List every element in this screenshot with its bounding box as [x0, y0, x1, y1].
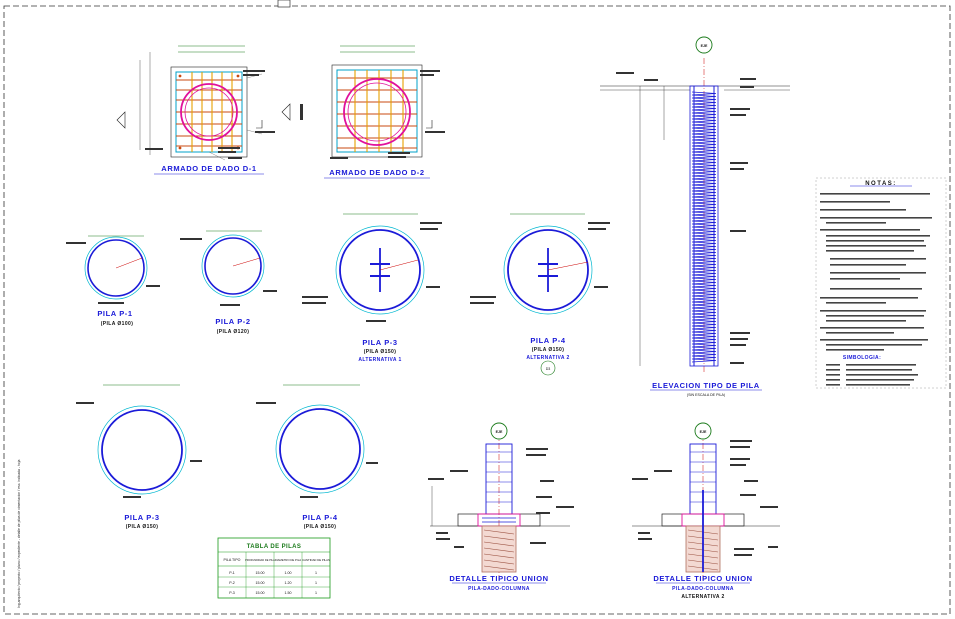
pile-p1-title: PILA P-1	[97, 309, 132, 318]
pile-p2-title: PILA P-2	[215, 317, 250, 326]
union-1-sub: PILA-DADO-COLUMNA	[468, 586, 530, 592]
pile-p2-section	[180, 230, 277, 306]
table-header-1: PILA TIPO	[224, 558, 241, 562]
pile-p1-sub: (PILA Ø100)	[101, 321, 134, 327]
pile-p3a-alt: ALTERNATIVA 1	[358, 357, 401, 363]
table-cell: 1	[315, 591, 317, 595]
pile-p1-section	[66, 235, 160, 304]
pile-p3b-title: PILA P-3	[124, 513, 159, 522]
union-2-alt: ALTERNATIVA 2	[681, 594, 724, 600]
dado-d1-plan	[116, 45, 275, 161]
pile-p3b-sub: (PILA Ø150)	[126, 524, 159, 530]
pile-p3b-section	[76, 384, 202, 498]
union-detail-1	[428, 422, 574, 580]
top-tab	[277, 0, 291, 8]
pile-p4a-section	[470, 213, 610, 315]
pile-p4b-sub: (PILA Ø150)	[304, 524, 337, 530]
table-cell: 1	[315, 581, 317, 585]
pile-p2-sub: (PILA Ø120)	[217, 329, 250, 335]
piles-table	[217, 537, 331, 599]
dado-d2-title: ARMADO DE DADO D-2	[329, 168, 424, 177]
pile-p3a-section	[302, 213, 442, 322]
pile-p4b-section	[256, 384, 378, 498]
pile-p4b-title: PILA P-4	[302, 513, 338, 522]
union-2-title: DETALLE TIPICO UNION	[653, 574, 752, 583]
table-header-2: PROFUNDIDAD DE PILA	[245, 558, 275, 562]
side-note: Ing.arquitecto / proyecto / plano / expe…	[17, 460, 21, 608]
sheet-frame	[3, 5, 951, 615]
pile-p4a-alt: ALTERNATIVA 2	[526, 355, 569, 361]
table-header-4: CANTIDAD DE PILAS	[302, 558, 330, 562]
dado-d2-plan	[281, 45, 445, 159]
union-2-eje-marker: EJE	[700, 430, 707, 434]
elevation-title: ELEVACION TIPO DE PILA	[652, 381, 760, 390]
p4-tag: D3	[546, 367, 551, 371]
elevation-sub: (SIN ESCALA DE PILA)	[687, 393, 725, 397]
pile-p4a-sub: (PILA Ø150)	[532, 347, 565, 353]
pile-p3a-title: PILA P-3	[362, 338, 397, 347]
table-cell: 1.00	[285, 571, 292, 575]
pile-p4a-title: PILA P-4	[530, 336, 566, 345]
table-cell: P-2	[229, 581, 235, 585]
pile-elevation	[600, 36, 790, 372]
table-cell: P-1	[229, 571, 235, 575]
table-cell: 1	[315, 571, 317, 575]
table-title: TABLA DE PILAS	[247, 544, 302, 550]
table-cell: 1.20	[285, 581, 292, 585]
p4-tag-bubble	[540, 360, 556, 376]
elevation-eje-marker: EJE	[701, 44, 708, 48]
notes-block	[815, 177, 947, 389]
union-detail-2	[632, 422, 780, 580]
table-cell: 15.00	[256, 571, 265, 575]
union-2-sub: PILA-DADO-COLUMNA	[672, 586, 734, 592]
notes-title: NOTAS:	[865, 181, 897, 187]
table-cell: 1.50	[285, 591, 292, 595]
union-1-title: DETALLE TIPICO UNION	[449, 574, 548, 583]
table-cell: 15.00	[256, 581, 265, 585]
dado-d1-title: ARMADO DE DADO D-1	[161, 164, 256, 173]
pile-p3a-sub: (PILA Ø150)	[364, 349, 397, 355]
table-cell: 15.00	[256, 591, 265, 595]
union-1-eje-marker: EJE	[496, 430, 503, 434]
table-cell: P-3	[229, 591, 235, 595]
table-header-3: DIAMETRO DE PILA	[275, 558, 301, 562]
symbols-title: SIMBOLOGIA:	[843, 355, 881, 361]
